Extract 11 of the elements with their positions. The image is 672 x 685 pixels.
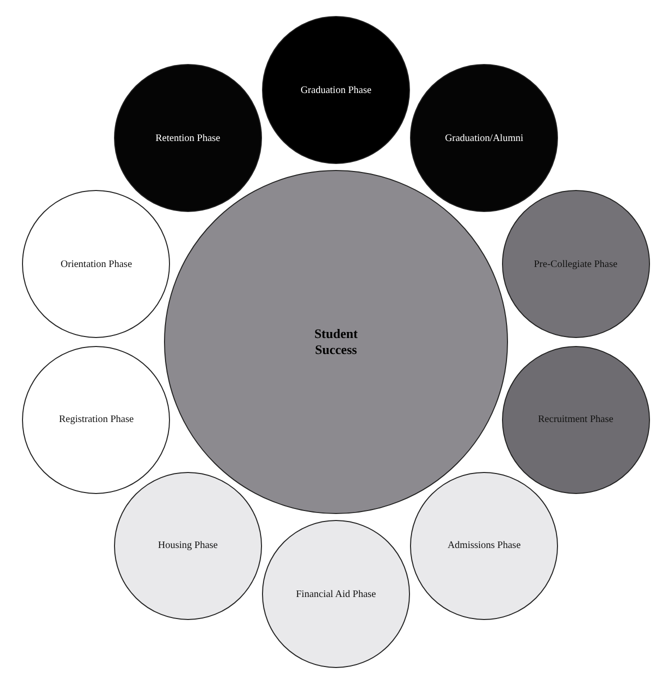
phase-label: Registration Phase — [58, 414, 134, 426]
phase-label: Graduation/Alumni — [444, 132, 524, 144]
phase-label: Graduation Phase — [300, 84, 372, 96]
phase-label: Financial Aid Phase — [296, 588, 376, 600]
phase-label: Admissions Phase — [448, 540, 521, 552]
phase-label: Housing Phase — [158, 540, 218, 552]
phase-label: Orientation Phase — [60, 258, 132, 270]
center-title: Student Success — [313, 326, 359, 358]
phase-label: Retention Phase — [156, 132, 220, 144]
phase-label: Recruitment Phase — [538, 414, 614, 426]
phase-label: Pre-Collegiate Phase — [534, 258, 618, 270]
